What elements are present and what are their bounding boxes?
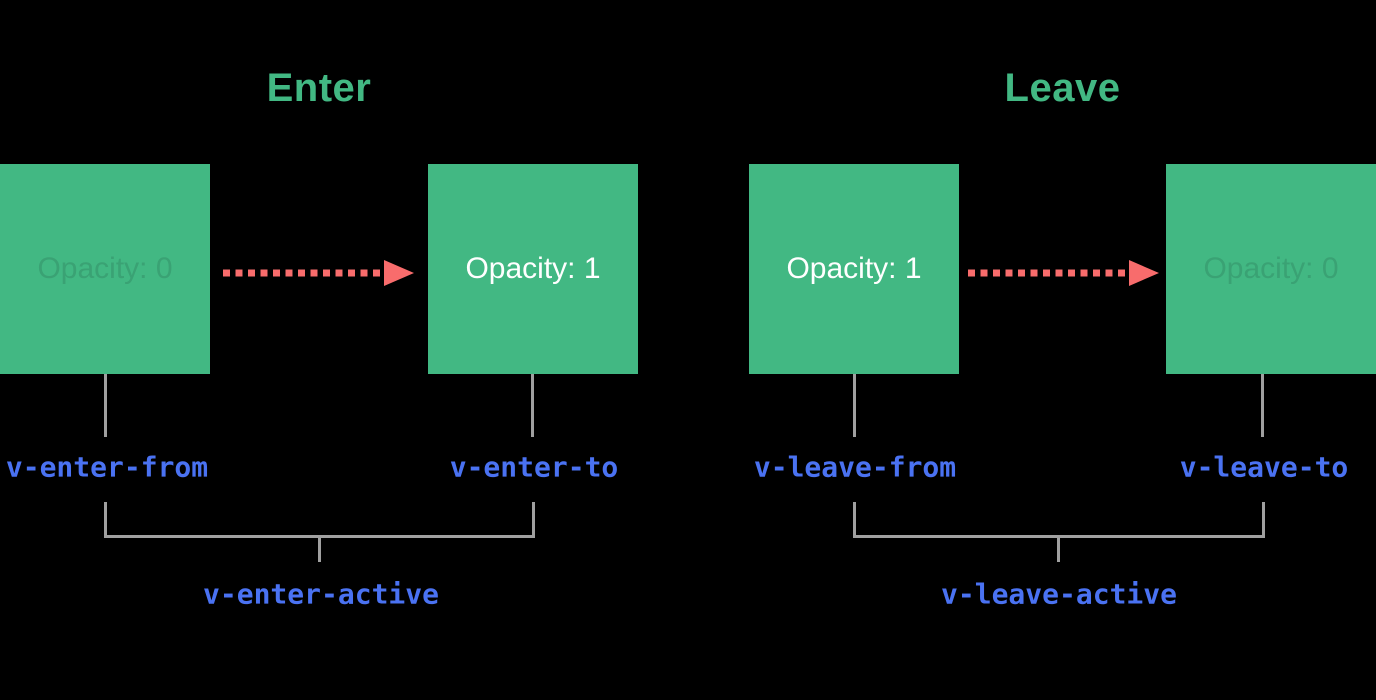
leave-active-class-label: v-leave-active bbox=[940, 577, 1178, 611]
enter-from-box: Opacity: 0 bbox=[0, 164, 210, 374]
enter-to-box: Opacity: 1 bbox=[428, 164, 638, 374]
leave-to-box: Opacity: 0 bbox=[1166, 164, 1376, 374]
enter-to-class-label: v-enter-to bbox=[449, 450, 619, 484]
leave-from-class-label: v-leave-from bbox=[753, 450, 957, 484]
leave-transition-arrow-icon bbox=[968, 260, 1159, 286]
leave-active-bracket bbox=[853, 502, 1265, 538]
enter-to-box-label: Opacity: 1 bbox=[465, 252, 601, 285]
leave-from-connector-line bbox=[853, 374, 856, 437]
enter-section: Enter Opacity: 0 Opacity: 1 v-enter-from… bbox=[0, 0, 638, 700]
enter-from-class-label: v-enter-from bbox=[5, 450, 209, 484]
enter-transition-arrow-icon bbox=[223, 260, 414, 286]
leave-from-box: Opacity: 1 bbox=[749, 164, 959, 374]
enter-active-class-label: v-enter-active bbox=[202, 577, 440, 611]
leave-section: Leave Opacity: 1 Opacity: 0 v-leave-from… bbox=[749, 0, 1376, 700]
leave-title: Leave bbox=[1004, 66, 1121, 110]
enter-from-box-label: Opacity: 0 bbox=[37, 252, 173, 285]
enter-active-stem-line bbox=[318, 538, 321, 562]
leave-active-stem-line bbox=[1057, 538, 1060, 562]
enter-active-bracket bbox=[104, 502, 535, 538]
leave-to-connector-line bbox=[1261, 374, 1264, 437]
enter-title: Enter bbox=[266, 66, 372, 110]
enter-from-connector-line bbox=[104, 374, 107, 437]
leave-from-box-label: Opacity: 1 bbox=[786, 252, 922, 285]
leave-to-class-label: v-leave-to bbox=[1179, 450, 1349, 484]
leave-to-box-label: Opacity: 0 bbox=[1203, 252, 1339, 285]
enter-to-connector-line bbox=[531, 374, 534, 437]
